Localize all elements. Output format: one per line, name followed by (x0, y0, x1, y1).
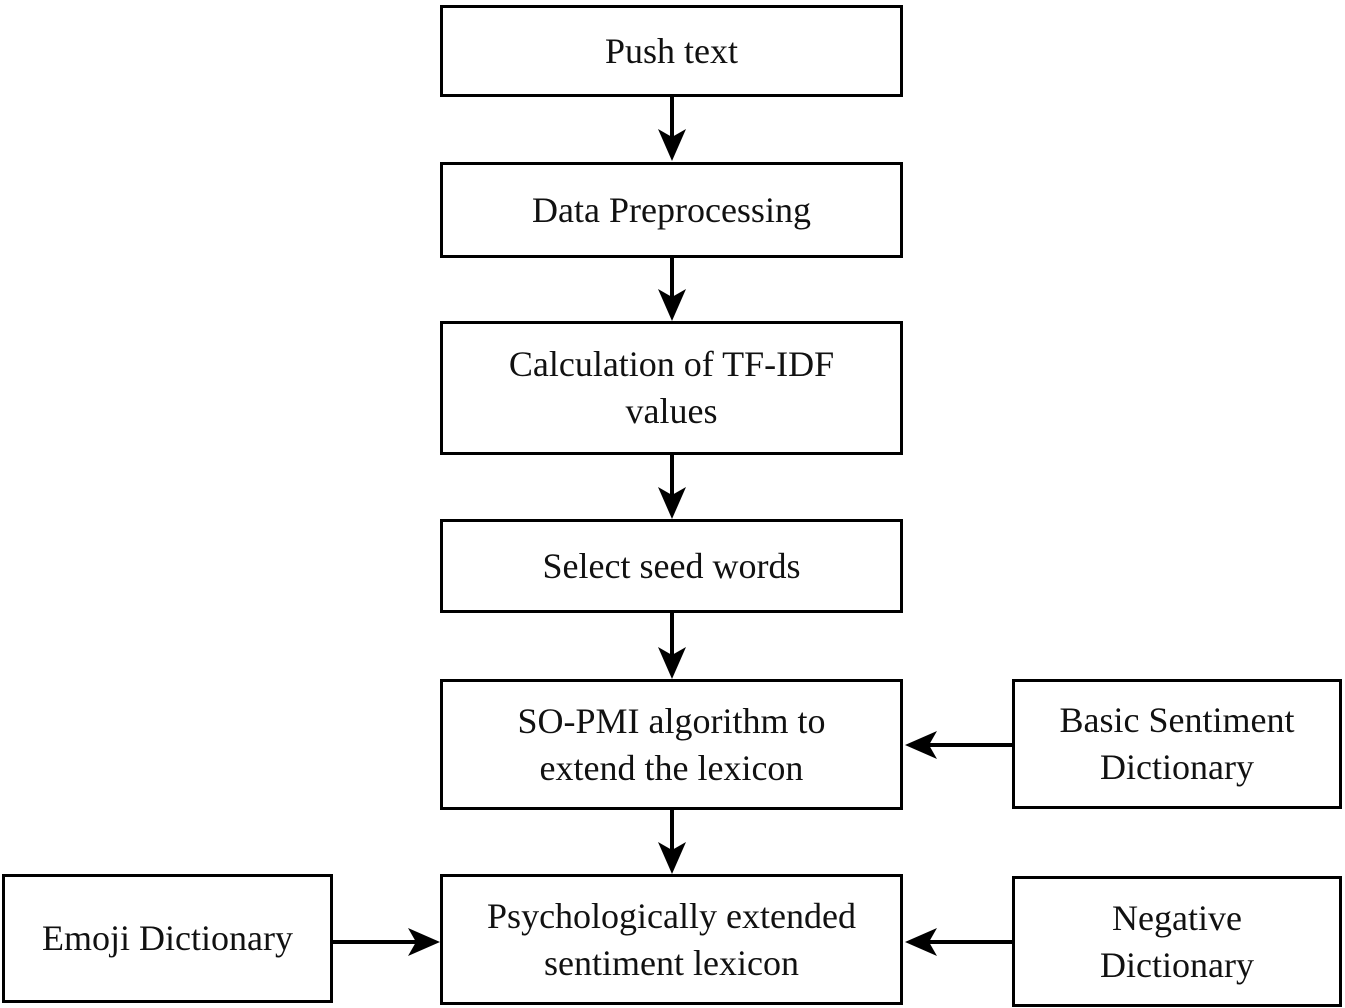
arrow-basic-to-sopmi (905, 731, 1012, 759)
node-so-pmi-algorithm: SO-PMI algorithm to extend the lexicon (440, 679, 903, 810)
arrow-seed-to-sopmi (658, 612, 686, 679)
node-emoji-dictionary-label: Emoji Dictionary (42, 918, 293, 958)
node-tfidf-calculation: Calculation of TF-IDF values (440, 321, 903, 455)
node-emoji-dictionary: Emoji Dictionary (2, 874, 333, 1003)
arrow-preprocessing-to-tfidf (658, 257, 686, 321)
node-push-text-label: Push text (604, 30, 738, 71)
node-psychologically-extended-lexicon-label: Psychologically extended sentiment lexic… (487, 895, 856, 983)
node-push-text: Push text (440, 5, 903, 97)
node-basic-sentiment-dictionary-label: Basic Sentiment Dictionary (1059, 700, 1295, 787)
arrow-push-to-preprocessing (658, 97, 686, 161)
node-so-pmi-algorithm-label: SO-PMI algorithm to extend the lexicon (517, 700, 826, 788)
node-negative-dictionary: Negative Dictionary (1012, 876, 1342, 1007)
arrow-negative-to-psych (905, 928, 1012, 956)
node-negative-dictionary-label: Negative Dictionary (1100, 897, 1254, 985)
node-data-preprocessing: Data Preprocessing (440, 162, 903, 258)
node-tfidf-calculation-label: Calculation of TF-IDF values (508, 344, 835, 431)
node-basic-sentiment-dictionary: Basic Sentiment Dictionary (1012, 679, 1342, 809)
arrow-tfidf-to-seed (658, 455, 686, 519)
arrow-emoji-to-psych (333, 928, 440, 956)
node-psychologically-extended-lexicon: Psychologically extended sentiment lexic… (440, 874, 903, 1005)
arrow-sopmi-to-psych (658, 810, 686, 874)
node-select-seed-words-label: Select seed words (542, 545, 801, 586)
node-data-preprocessing-label: Data Preprocessing (532, 189, 811, 230)
node-select-seed-words: Select seed words (440, 519, 903, 613)
